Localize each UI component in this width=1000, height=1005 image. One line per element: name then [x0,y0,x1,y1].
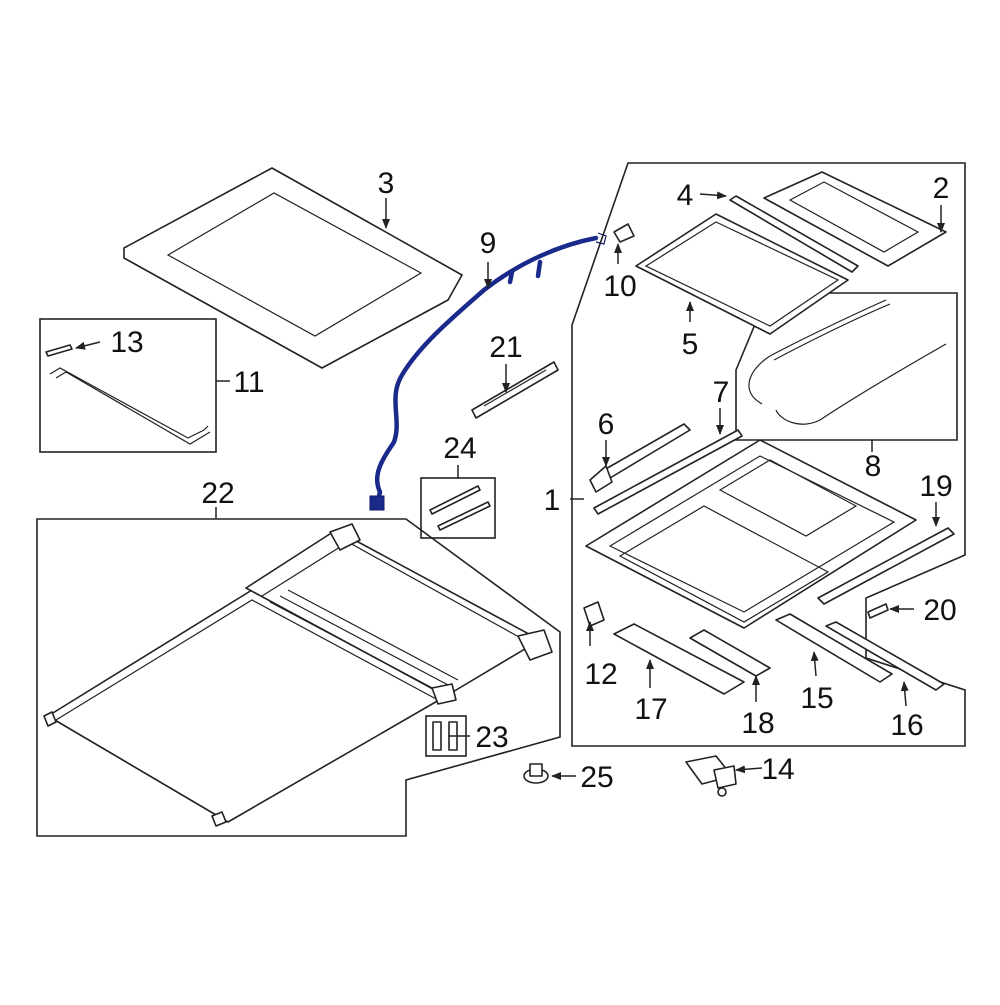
glass-panel-part-2[interactable] [763,171,947,267]
callout-1: 1 [544,484,561,517]
callout-2: 2 [933,172,950,205]
callout-13: 13 [110,326,143,359]
callout-17: 17 [634,693,667,726]
motor-part-14[interactable] [685,755,737,797]
callout-24: 24 [443,432,476,465]
callout-11: 11 [233,366,264,399]
callout-12: 12 [584,658,617,691]
callout-7: 7 [713,376,730,409]
clip-part-10[interactable] [613,223,635,243]
callout-20: 20 [923,594,956,627]
group-box-8 [735,292,958,441]
callout-4: 4 [677,179,694,212]
group-box-11 [39,318,217,453]
drain-hose-part-8[interactable] [748,299,947,425]
clip-part-13[interactable] [45,344,73,357]
callout-14: 14 [761,753,794,786]
rail-part-19[interactable] [817,527,955,605]
plug-part-20[interactable] [867,603,889,619]
callout-6: 6 [598,408,615,441]
callout-8: 8 [865,450,882,483]
deflector-part-15[interactable] [775,613,893,683]
callout-5: 5 [682,328,699,361]
callout-15: 15 [800,682,833,715]
track-part-7[interactable] [593,429,743,515]
callout-18: 18 [741,707,774,740]
bracket-part-17[interactable] [613,623,745,695]
callout-labels: 1 2 3 4 5 6 7 8 9 10 11 12 13 14 15 16 1… [110,167,956,794]
seal-wire-part-11[interactable] [49,367,211,445]
wiring-harness-part-9[interactable] [369,232,607,511]
glass-panel-part-3[interactable] [123,167,463,369]
callout-3: 3 [378,167,395,200]
leader-lines [75,191,945,780]
clip-part-12[interactable] [583,601,605,627]
callout-16: 16 [890,709,923,742]
bracket-part-18[interactable] [689,629,771,677]
seal-part-5[interactable] [635,213,849,335]
grommet-part-25[interactable] [523,763,549,784]
guide-part-21[interactable] [471,361,559,419]
callout-25: 25 [580,761,613,794]
sunshade-part-22[interactable] [43,523,553,827]
callout-22: 22 [201,477,234,510]
callout-9: 9 [480,227,497,260]
callout-21: 21 [489,331,522,364]
rail-part-16[interactable] [825,621,945,691]
strip-part-4[interactable] [729,195,859,273]
callout-23: 23 [475,721,508,754]
sunroof-frame-part-1[interactable] [585,439,917,629]
callout-10: 10 [603,270,636,303]
track-part-6[interactable] [589,423,691,493]
rods-part-24[interactable] [429,485,491,531]
callout-19: 19 [919,470,952,503]
